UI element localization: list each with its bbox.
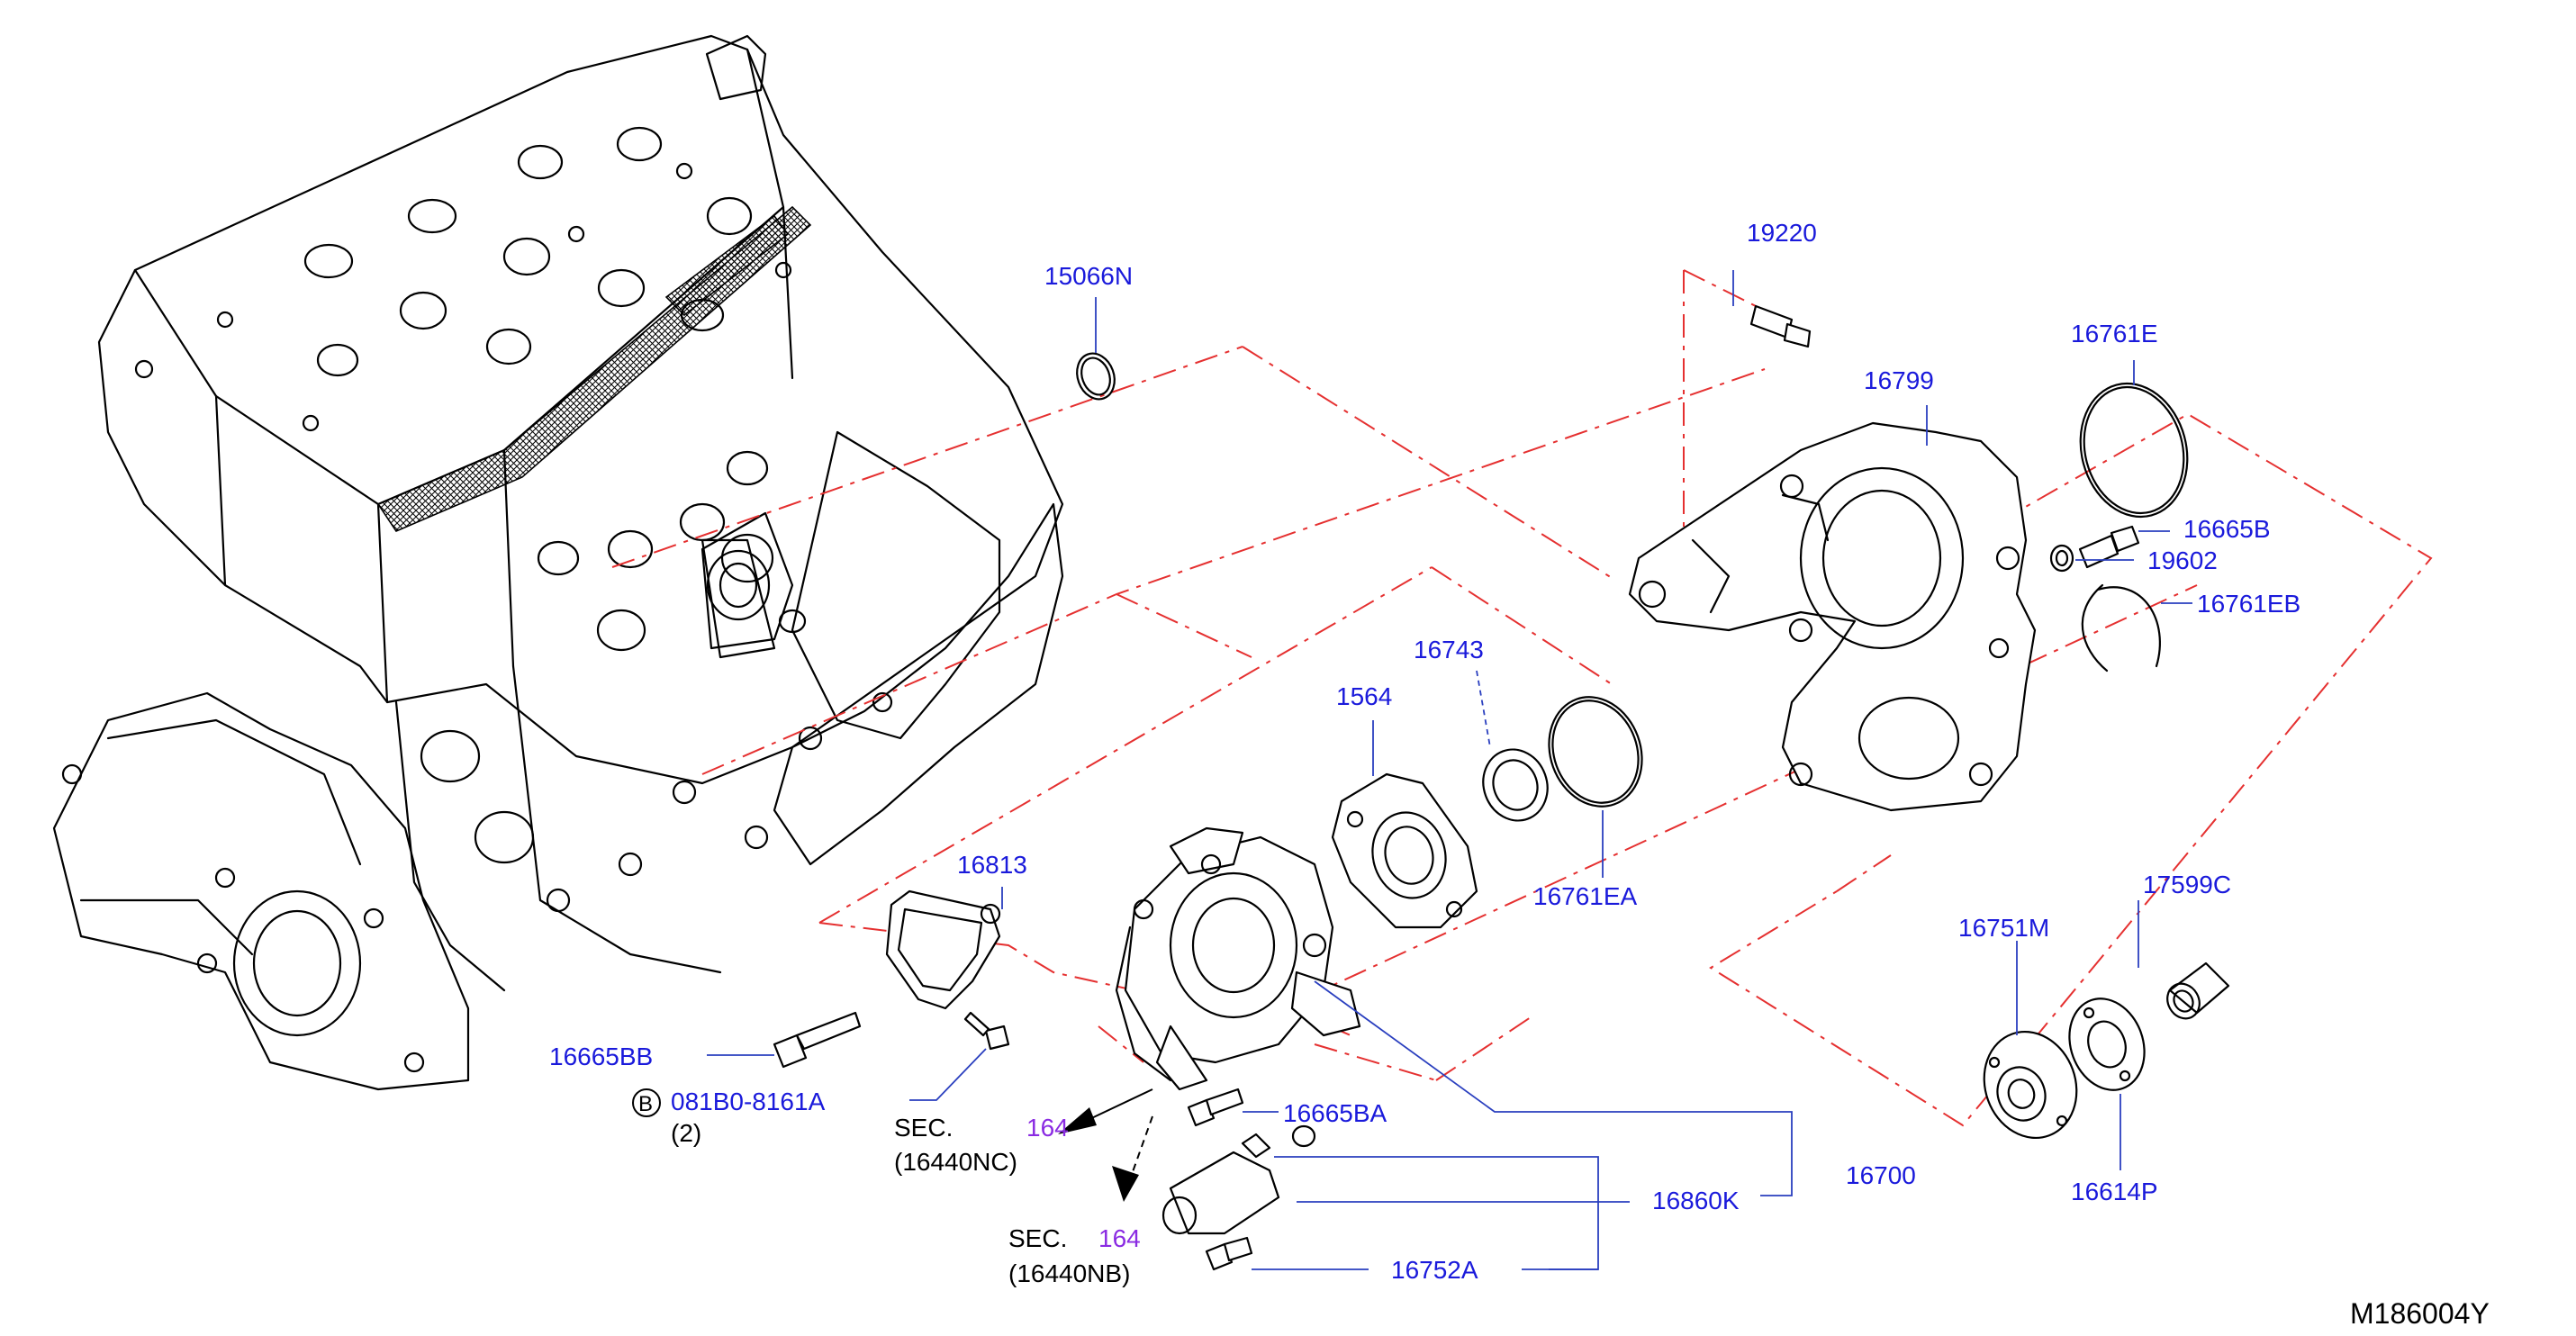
label-16751m: 16751M — [1958, 914, 2049, 942]
oil-seal-16743-illustration — [1482, 748, 1549, 822]
label-16614p: 16614P — [2071, 1178, 2158, 1205]
sec1-number: 164 — [1026, 1114, 1069, 1142]
flange-1564-illustration — [1331, 772, 1478, 929]
sec2-ref: (16440NB) — [1008, 1259, 1130, 1287]
sec1-ref: (16440NC) — [894, 1148, 1017, 1176]
plate-16813-illustration — [885, 889, 1001, 1010]
fuel-pump-16700-illustration — [1115, 826, 1361, 1091]
label-1564: 1564 — [1336, 682, 1392, 710]
bolt-16665b-illustration — [2078, 525, 2140, 569]
gasket-16761eb-illustration — [2096, 586, 2161, 668]
pump-bracket-16799-illustration — [1628, 421, 2037, 812]
bolt-16665ba-illustration — [1187, 1088, 1244, 1127]
label-16799: 16799 — [1864, 366, 1934, 394]
label-15066n: 15066N — [1044, 262, 1133, 290]
o-ring-16761ea-illustration — [1548, 696, 1643, 808]
label-16761ea: 16761EA — [1533, 882, 1638, 910]
label-16860k: 16860K — [1652, 1187, 1740, 1214]
label-16743: 16743 — [1414, 636, 1484, 663]
coupling-16751m-illustration — [1983, 1030, 2078, 1140]
label-16665b: 16665B — [2183, 515, 2271, 543]
label-19602: 19602 — [2147, 546, 2218, 574]
diagram-code: M186004Y — [2350, 1297, 2490, 1330]
label-17599c: 17599C — [2143, 871, 2231, 898]
bolt-reference: B 081B0-8161A (2) — [632, 1088, 826, 1147]
leader-lines — [707, 270, 2192, 1270]
sec2-number: 164 — [1098, 1224, 1141, 1252]
b-badge-icon — [632, 1088, 661, 1117]
sec2-prefix: SEC. — [1008, 1224, 1067, 1252]
sec1-prefix: SEC. — [894, 1114, 953, 1142]
label-16752a: 16752A — [1391, 1256, 1478, 1284]
bolt-081b0-8161a-illustration — [963, 1011, 1010, 1051]
label-16761e: 16761E — [2071, 320, 2158, 348]
bushing-17599c-illustration — [2166, 961, 2230, 1020]
label-16813: 16813 — [957, 851, 1027, 879]
alignment-phantom-lines — [611, 269, 2433, 1127]
section-ref-1: SEC. 164 (16440NC) — [894, 1114, 1069, 1176]
bolt-19220-illustration — [1749, 304, 1812, 348]
engine-block-illustration — [52, 34, 1064, 1091]
o-ring-15066n-illustration — [1076, 352, 1116, 401]
bolt-ref-badge: B — [638, 1092, 653, 1116]
plate-16614p-illustration — [2068, 997, 2146, 1091]
part-labels: 15066N 19220 16799 16761E 16665B 19602 1… — [549, 219, 2300, 1284]
label-16665ba: 16665BA — [1283, 1099, 1387, 1127]
sensor-16860k-illustration — [1161, 1124, 1316, 1235]
label-19220: 19220 — [1747, 219, 1817, 247]
section-ref-2: SEC. 164 (16440NB) — [1008, 1224, 1141, 1287]
bolt-ref-part: 081B0-8161A — [671, 1088, 826, 1115]
sec-arrow-icon — [1058, 1088, 1153, 1202]
bolt-ref-qty: (2) — [671, 1119, 701, 1147]
label-16700: 16700 — [1846, 1161, 1916, 1189]
label-16665bb: 16665BB — [549, 1043, 653, 1070]
bolt-16665bb-illustration — [773, 1011, 862, 1069]
label-16761eb: 16761EB — [2197, 590, 2300, 618]
gasket-16761e-illustration — [2079, 382, 2189, 519]
bolt-16752a-illustration — [1205, 1236, 1253, 1271]
washer-19602-illustration — [2049, 544, 2074, 573]
